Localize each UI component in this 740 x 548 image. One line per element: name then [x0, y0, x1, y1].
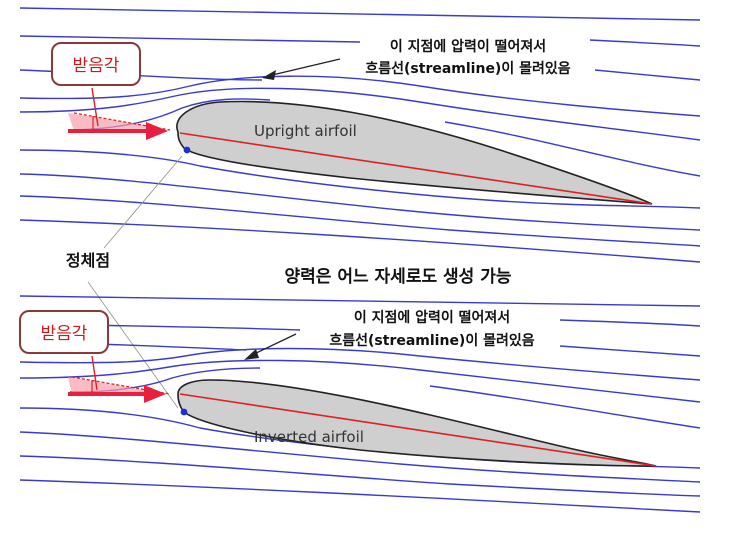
streamline: [19, 431, 701, 483]
lower-aoa-wedge: [68, 377, 160, 394]
streamline: [559, 319, 701, 327]
lower-aoa-box: [19, 310, 109, 354]
lower-aoa-indicator: [68, 355, 171, 403]
inverted-airfoil-label: Inverted airfoil: [254, 428, 364, 446]
streamline: [594, 69, 701, 81]
stagnation-point-label: 정체점: [66, 251, 110, 270]
upper-note-arrow-head: [262, 70, 276, 80]
streamline: [429, 385, 701, 429]
upper-stagnation-point: [183, 146, 191, 154]
lower-stagnation-point: [180, 408, 188, 416]
streamline: [19, 455, 701, 497]
upper-streamlines: [19, 7, 701, 263]
upper-aoa-label: 받음각: [73, 56, 120, 76]
streamline: [19, 7, 701, 21]
lower-panel: Inverted airfoil 받음각 이 지점에 압력이 떨어져서 흐름선(…: [19, 295, 701, 513]
lower-aoa-label: 받음각: [41, 324, 88, 344]
streamline: [19, 87, 701, 141]
streamline: [589, 39, 701, 47]
streamline: [19, 173, 701, 231]
upright-airfoil-label: Upright airfoil: [254, 122, 357, 140]
inverted-chord-line: [179, 393, 657, 467]
upper-aoa-wedge: [68, 113, 162, 131]
streamline: [19, 295, 701, 307]
streamline: [19, 35, 361, 43]
lower-note-arrow-head: [244, 349, 259, 360]
stagnation-pointer-up: [103, 155, 183, 249]
streamline: [19, 75, 701, 117]
inverted-airfoil: [177, 379, 657, 467]
upright-chord-line: [179, 132, 653, 205]
upper-aoa-pointer: [91, 87, 99, 127]
streamline: [19, 347, 701, 381]
upper-flow-arrow-head: [146, 122, 168, 140]
streamline: [19, 359, 701, 403]
streamline: [19, 195, 701, 247]
streamline: [19, 149, 701, 209]
upper-note-pointer: [267, 58, 341, 77]
lower-note-pointer: [251, 333, 297, 356]
lower-aoa-pointer: [91, 355, 98, 391]
lower-flow-arrow-head: [144, 385, 166, 403]
upright-airfoil: [176, 100, 653, 205]
upper-note-line1: 이 지점에 압력이 떨어져서: [390, 38, 546, 55]
streamline: [444, 121, 701, 177]
upper-aoa-box: [51, 42, 141, 86]
streamline: [19, 219, 701, 263]
upper-aoa-indicator: [68, 87, 171, 140]
lower-note-line2: 흐름선(streamline)이 몰려있음: [329, 332, 534, 349]
streamline: [19, 479, 701, 513]
upper-note-line2: 흐름선(streamline)이 몰려있음: [365, 60, 570, 77]
lower-note-line1: 이 지점에 압력이 떨어져서: [354, 309, 510, 326]
streamline: [559, 345, 701, 357]
center-title: 양력은 어느 자세로도 생성 가능: [285, 267, 512, 287]
upper-panel: Upright airfoil 받음각 이 지점에 압력이 떨어져서 흐름선(s…: [19, 7, 701, 263]
